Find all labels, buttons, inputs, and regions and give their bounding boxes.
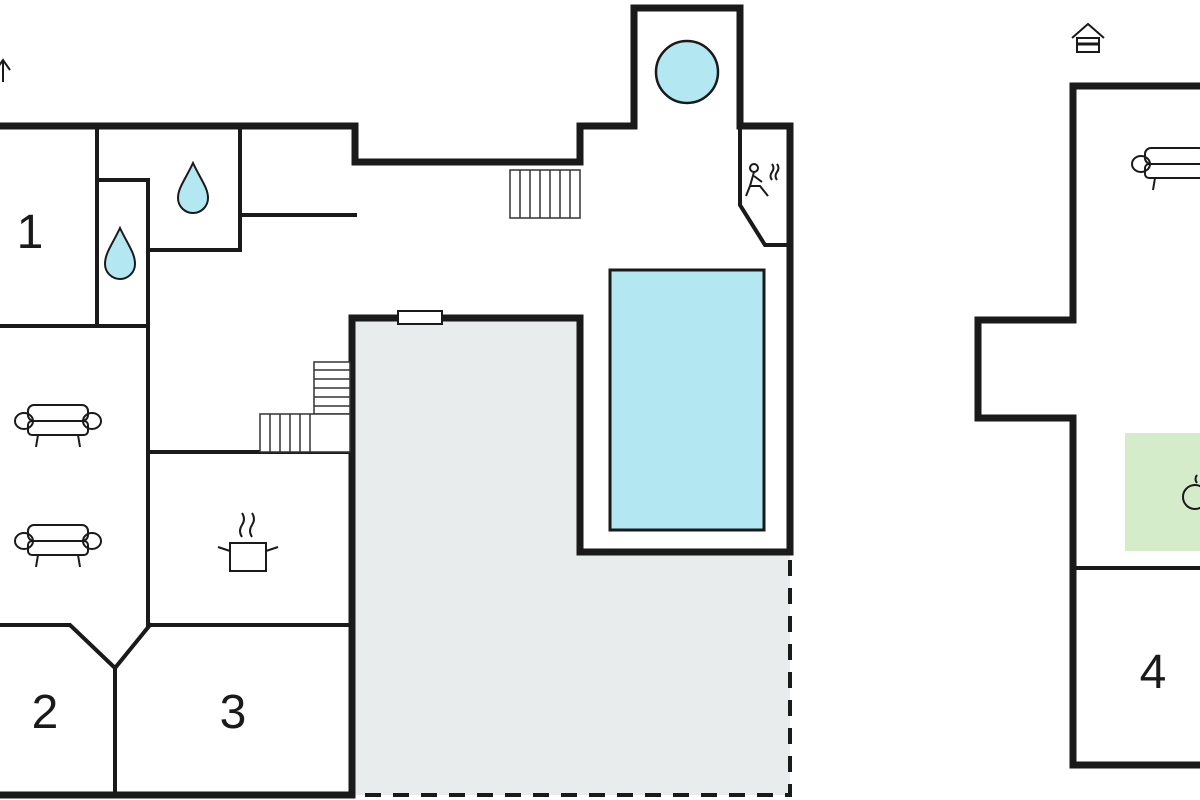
house-floor-icon xyxy=(1071,22,1105,53)
hot-tub-icon xyxy=(654,39,720,105)
upper-floor-wall xyxy=(974,82,1200,769)
sauna-icon xyxy=(745,163,780,197)
room-number-3: 3 xyxy=(220,686,247,739)
stairs xyxy=(509,169,581,219)
north-arrow-icon xyxy=(0,58,11,82)
wall xyxy=(95,178,150,328)
room-number-1: 1 xyxy=(17,206,44,259)
wall xyxy=(0,622,153,671)
water-drop-icon xyxy=(103,225,137,280)
window xyxy=(397,310,443,325)
terrace-edge xyxy=(360,560,792,797)
stairs xyxy=(259,361,351,453)
terrace-area xyxy=(352,318,790,795)
sofa-icon xyxy=(14,524,102,568)
hot-tub-icon xyxy=(1182,474,1200,510)
left-block-wall xyxy=(0,4,794,799)
sofa-icon xyxy=(14,404,102,448)
wall xyxy=(146,124,242,252)
room-number-4: 4 xyxy=(1140,646,1167,699)
room-number-2: 2 xyxy=(32,686,59,739)
garden-area xyxy=(1125,433,1200,551)
sofa-icon xyxy=(1131,147,1200,191)
swimming-pool xyxy=(608,268,766,532)
water-drop-icon xyxy=(176,160,210,214)
wall xyxy=(738,124,792,247)
cooking-pot-icon xyxy=(217,512,279,572)
